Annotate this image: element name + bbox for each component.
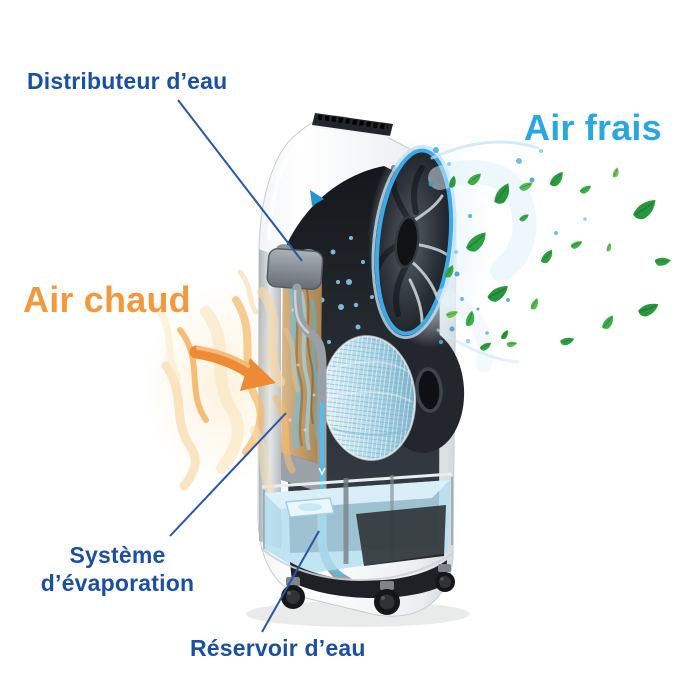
label-evaporation-system-line1: Système (69, 542, 166, 568)
caster-wheel (435, 564, 455, 592)
hot-air-flames (144, 269, 301, 493)
water-distributor-part (266, 244, 324, 290)
label-water-distributor: Distributeur d’eau (27, 68, 228, 94)
label-evaporation-system: Système d’évaporation (10, 541, 225, 597)
fan-ring (371, 144, 457, 340)
top-vent (311, 113, 393, 138)
leader-line-evaporation-system (169, 412, 287, 537)
evaporative-drum (321, 327, 465, 461)
fresh-air-dots (428, 147, 587, 344)
leader-line-water-distributor (177, 99, 303, 262)
caster-wheel (281, 577, 305, 609)
water-tank-part (261, 472, 453, 574)
label-hot-air: Air chaud (23, 279, 191, 320)
hot-air-arrow-icon (189, 345, 276, 391)
leader-line-water-tank (261, 530, 320, 633)
fan (368, 132, 492, 348)
caster-wheel (374, 581, 400, 615)
label-evaporation-system-line2: d’évaporation (40, 570, 195, 596)
caster-wheels (260, 547, 455, 615)
label-water-tank: Réservoir d’eau (190, 635, 366, 661)
label-fresh-air: Air frais (524, 107, 662, 148)
fresh-air-swirl (428, 140, 540, 372)
